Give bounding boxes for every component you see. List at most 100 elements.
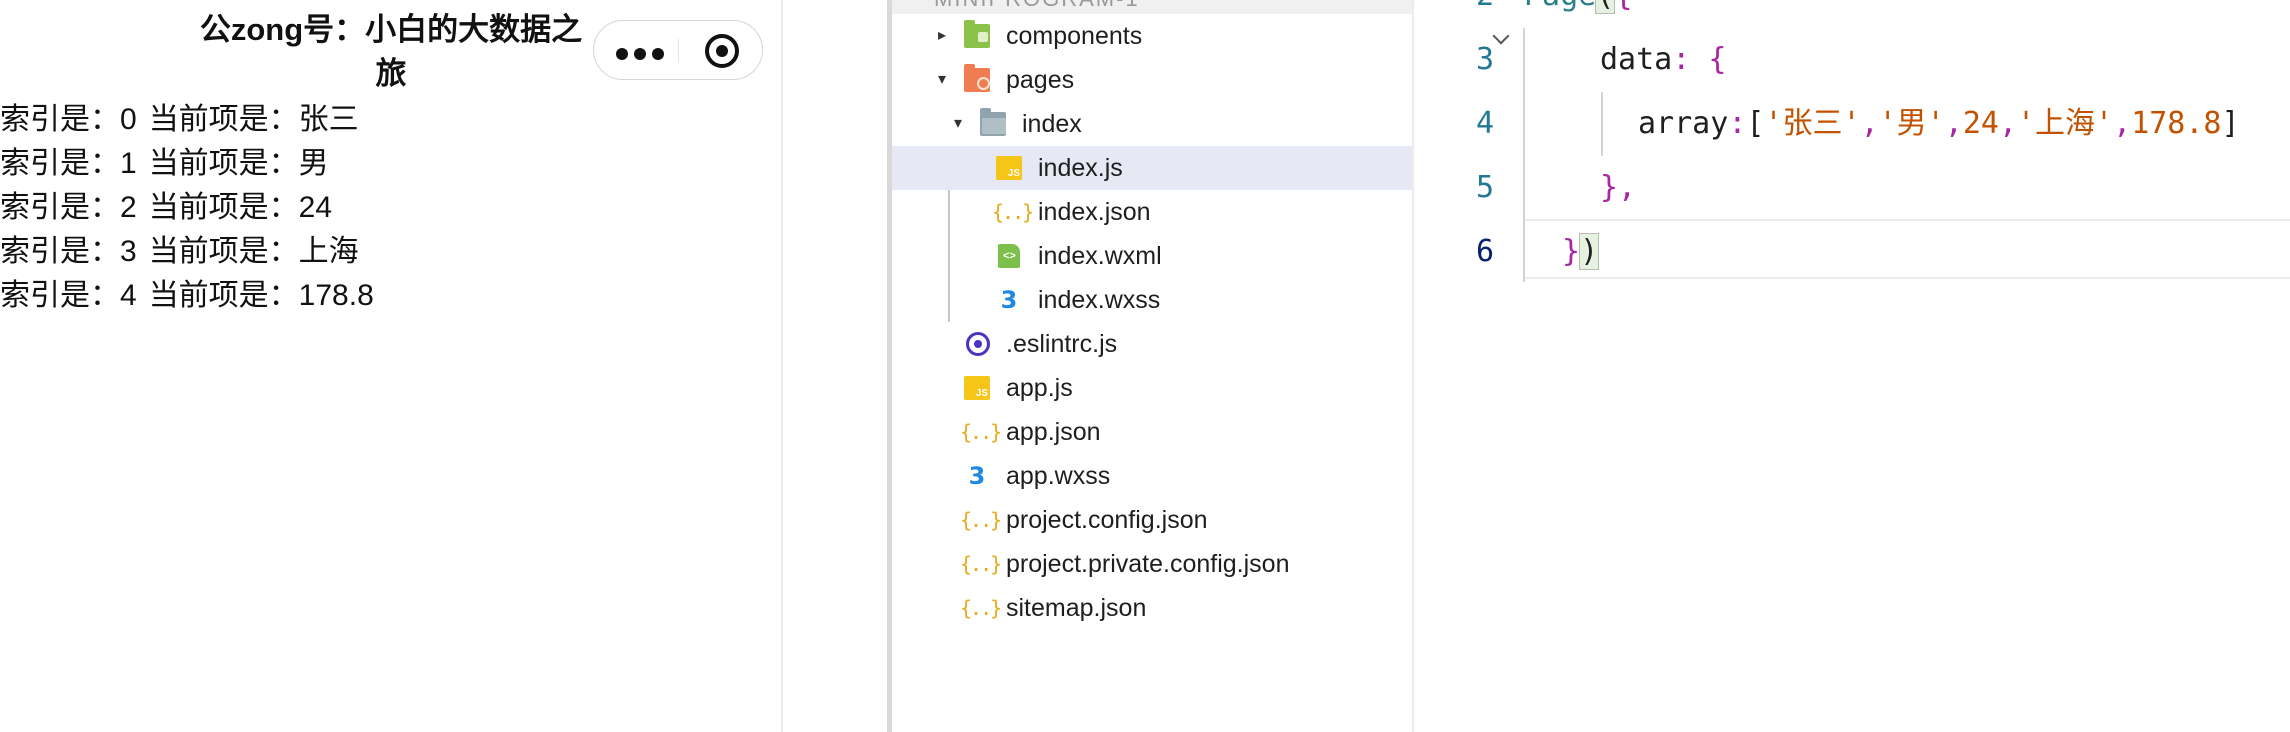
tree-item-components[interactable]: ▸ components bbox=[892, 14, 1412, 58]
item-text: 当前项是：24 bbox=[148, 191, 333, 224]
code-token: '张三' bbox=[1764, 106, 1861, 141]
tree-item-label: app.json bbox=[1006, 418, 1101, 446]
more-dots-icon[interactable] bbox=[616, 48, 664, 60]
tree-item-index-js[interactable]: index.js bbox=[892, 146, 1412, 190]
tree-item-app-js[interactable]: app.js bbox=[892, 366, 1412, 410]
item-text: 当前项是：张三 bbox=[148, 103, 359, 136]
wxss-file-icon: 3 bbox=[1000, 286, 1018, 314]
tree-item-label: project.config.json bbox=[1006, 506, 1208, 534]
code-token: Page bbox=[1524, 0, 1596, 13]
index-text: 索引是：1 bbox=[0, 147, 137, 180]
code-token: '男' bbox=[1878, 106, 1945, 141]
json-file-icon: {..} bbox=[960, 420, 1002, 444]
index-text: 索引是：4 bbox=[0, 279, 137, 312]
index-text: 索引是：2 bbox=[0, 191, 137, 224]
tree-item-label: index.wxss bbox=[1038, 286, 1161, 314]
tree-item-index-wxml[interactable]: index.wxml bbox=[892, 234, 1412, 278]
wxss-file-icon: 3 bbox=[968, 462, 986, 490]
tree-item-label: index.json bbox=[1038, 198, 1151, 226]
code-line-2: Page({ bbox=[1524, 0, 1632, 28]
tree-item-project-private-config[interactable]: {..} project.private.config.json bbox=[892, 542, 1412, 586]
panel-divider[interactable] bbox=[781, 0, 783, 732]
json-file-icon: {..} bbox=[992, 200, 1034, 224]
code-token: ) bbox=[1579, 233, 1600, 270]
indent-guide bbox=[1601, 92, 1603, 156]
tree-item-eslintrc[interactable]: .eslintrc.js bbox=[892, 322, 1412, 366]
tree-item-label: index.js bbox=[1038, 154, 1123, 182]
code-token: : bbox=[1672, 42, 1691, 77]
code-token: ( bbox=[1595, 0, 1616, 14]
tree-item-label: app.wxss bbox=[1006, 462, 1111, 490]
line-number: 5 bbox=[1475, 170, 1494, 205]
tree-item-index-wxss[interactable]: 3 index.wxss bbox=[892, 278, 1412, 322]
capsule-menu[interactable] bbox=[593, 20, 763, 80]
code-token: [ bbox=[1746, 106, 1765, 141]
folder-green-icon bbox=[964, 20, 990, 48]
chevron-down-icon[interactable]: ▾ bbox=[937, 71, 947, 88]
tree-item-app-wxss[interactable]: 3 app.wxss bbox=[892, 454, 1412, 498]
current-line-highlight bbox=[1524, 219, 2290, 279]
code-token: data bbox=[1600, 42, 1673, 77]
item-list: 索引是：0 当前项是：张三 索引是：1 当前项是：男 索引是：2 当前项是：24 索引… bbox=[0, 98, 386, 318]
tree-item-label: app.js bbox=[1006, 374, 1073, 402]
tree-item-label: index.wxml bbox=[1038, 242, 1162, 270]
tree-item-label: sitemap.json bbox=[1006, 594, 1147, 622]
folder-orange-icon bbox=[964, 64, 990, 92]
tree-item-label: .eslintrc.js bbox=[1006, 330, 1118, 358]
page-title: 公zong号：小白的大数据之旅 bbox=[199, 12, 583, 91]
line-number: 2 bbox=[1434, 0, 1494, 28]
json-file-icon: {..} bbox=[960, 508, 1002, 532]
eslint-icon bbox=[966, 332, 990, 356]
code-line-4: array:['张三','男',24,'上海',178.8] bbox=[1638, 92, 2240, 156]
panel-gutter bbox=[783, 0, 887, 732]
tree-item-label: project.private.config.json bbox=[1006, 550, 1290, 578]
tree-item-project-config[interactable]: {..} project.config.json bbox=[892, 498, 1412, 542]
list-item: 索引是：4 当前项是：178.8 bbox=[0, 274, 386, 318]
explorer-resize-handle[interactable] bbox=[887, 0, 892, 732]
item-text: 当前项是：男 bbox=[148, 147, 329, 180]
index-text: 索引是：0 bbox=[0, 103, 137, 136]
tree-item-index-folder[interactable]: ▾ index bbox=[892, 102, 1412, 146]
simulator-panel: 公zong号：小白的大数据之旅 索引是：0 当前项是：张三 索引是：1 当前项是：男… bbox=[0, 0, 781, 732]
code-token: { bbox=[1614, 0, 1632, 13]
code-token: , bbox=[1860, 106, 1879, 141]
code-line-6: }) bbox=[1562, 220, 1600, 284]
code-token: 178.8 bbox=[2131, 106, 2222, 141]
code-token: array bbox=[1638, 106, 1729, 141]
code-line-3: data: { bbox=[1600, 28, 1726, 92]
line-number: 6 bbox=[1475, 234, 1494, 269]
code-token: }, bbox=[1600, 170, 1637, 205]
chevron-right-icon[interactable]: ▸ bbox=[937, 27, 947, 44]
tree-item-sitemap[interactable]: {..} sitemap.json bbox=[892, 586, 1412, 630]
indent-guide bbox=[1523, 28, 1525, 282]
list-item: 索引是：1 当前项是：男 bbox=[0, 142, 386, 186]
explorer-editor-divider[interactable] bbox=[1412, 0, 1414, 732]
code-token: } bbox=[1562, 234, 1581, 269]
code-token: : bbox=[1728, 106, 1747, 141]
fold-chevron-icon[interactable] bbox=[1490, 28, 1514, 52]
code-token: { bbox=[1690, 42, 1727, 77]
tree-item-pages[interactable]: ▾ pages bbox=[892, 58, 1412, 102]
json-file-icon: {..} bbox=[960, 552, 1002, 576]
js-file-icon bbox=[964, 376, 990, 400]
tree-indent-guide bbox=[948, 146, 950, 322]
code-token: , bbox=[1998, 106, 2017, 141]
tree-item-index-json[interactable]: {..} index.json bbox=[892, 190, 1412, 234]
tree-item-label: index bbox=[1022, 110, 1082, 138]
item-text: 当前项是：上海 bbox=[148, 235, 359, 268]
chevron-down-icon[interactable]: ▾ bbox=[953, 115, 963, 132]
list-item: 索引是：3 当前项是：上海 bbox=[0, 230, 386, 274]
target-circle-icon[interactable] bbox=[705, 34, 739, 68]
js-file-icon bbox=[996, 156, 1022, 180]
code-token: 24 bbox=[1962, 106, 1999, 141]
tree-item-app-json[interactable]: {..} app.json bbox=[892, 410, 1412, 454]
code-editor[interactable]: 2 3 4 5 6 Page({ data: { array:['张三','男'… bbox=[1414, 0, 2290, 732]
code-token: ] bbox=[2221, 106, 2240, 141]
folder-gray-icon bbox=[980, 108, 1006, 136]
list-item: 索引是：0 当前项是：张三 bbox=[0, 98, 386, 142]
tree-item-label: pages bbox=[1006, 66, 1075, 94]
item-text: 当前项是：178.8 bbox=[148, 279, 374, 312]
code-token: '上海' bbox=[2017, 106, 2114, 141]
index-text: 索引是：3 bbox=[0, 235, 137, 268]
explorer-header[interactable]: MINIPROGRAM-1 bbox=[892, 0, 1412, 14]
